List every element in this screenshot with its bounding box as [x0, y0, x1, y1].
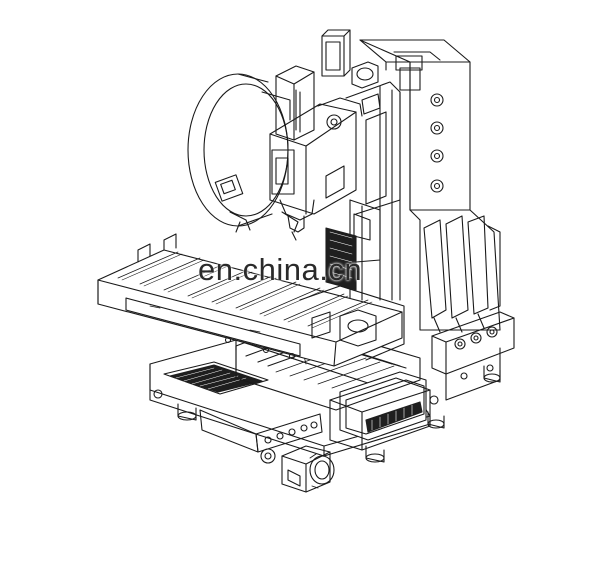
z-axis-motor	[321, 29, 379, 89]
spindle-head	[269, 65, 401, 241]
tool-magazine	[187, 73, 299, 233]
column-bellow	[325, 199, 381, 291]
worktable	[97, 233, 405, 367]
x-axis-motor	[260, 445, 335, 493]
watermark: en.china.cn	[176, 250, 426, 292]
watermark-text: en.china.cn	[198, 252, 363, 287]
column	[349, 39, 501, 333]
service-panel	[431, 311, 515, 401]
